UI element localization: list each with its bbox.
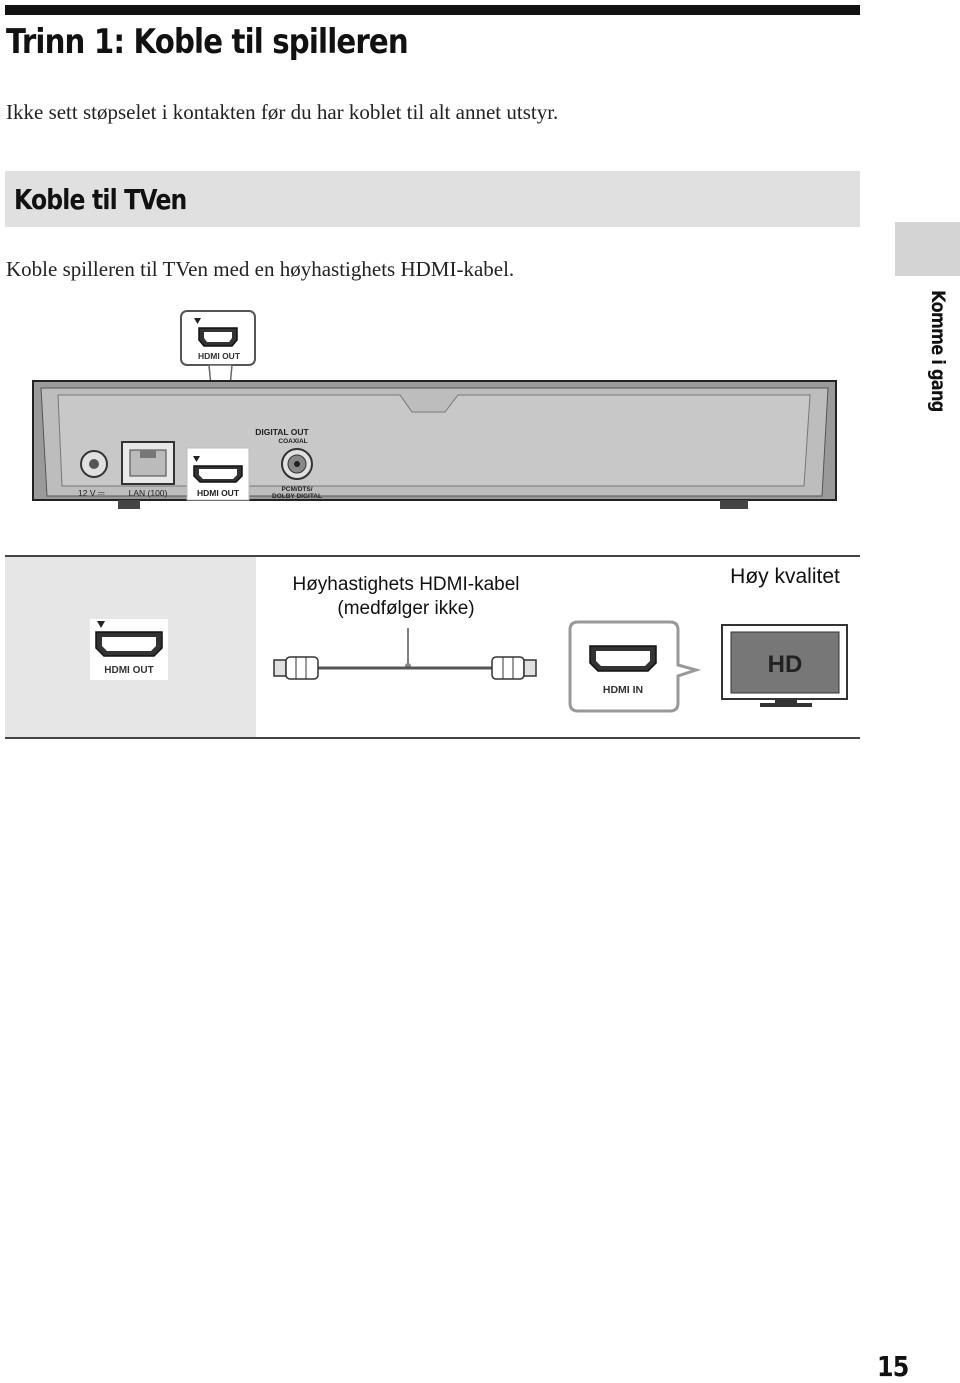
quality-caption: Høy kvalitet xyxy=(730,565,840,588)
cable-caption-line-1: Høyhastighets HDMI-kabel xyxy=(292,574,520,595)
panel-hdmi-label: HDMI OUT xyxy=(197,488,240,498)
digital-out-label: DIGITAL OUT xyxy=(255,427,309,437)
player-rear-panel-diagram: HDMI OUT 12 V ⎓ LAN (100) HDMI OUT DIGIT… xyxy=(32,310,837,509)
callout-hdmi-label: HDMI OUT xyxy=(198,351,241,361)
connection-top-rule xyxy=(5,555,860,557)
hdmi-out-callout: HDMI OUT xyxy=(180,310,256,366)
intro-text: Ikke sett støpselet i kontakten før du h… xyxy=(6,100,559,124)
page-number: 15 xyxy=(877,1350,909,1383)
side-tab-label: Komme i gang xyxy=(927,290,949,412)
page-title: Trinn 1: Koble til spilleren xyxy=(6,22,409,62)
connection-diagram: HDMI OUT HDMI IN HD xyxy=(90,619,848,713)
cable-caption-line-2: (medfølger ikke) xyxy=(337,598,475,619)
top-rule xyxy=(5,5,860,15)
pcm-label-2: DOLBY DIGITAL xyxy=(272,493,322,500)
section-body-text: Koble spilleren til TVen med en høyhasti… xyxy=(6,257,515,281)
cable-caption: Høyhastighets HDMI-kabel (medfølger ikke… xyxy=(280,573,532,621)
section-header-bar xyxy=(5,171,860,227)
section-title: Koble til TVen xyxy=(14,183,187,216)
side-tab xyxy=(895,222,960,276)
tv-screen-text: HD xyxy=(768,651,803,678)
tv-hdmi-label: HDMI IN xyxy=(603,684,643,696)
coaxial-label: COAXIAL xyxy=(278,438,307,445)
tv-icon: HD xyxy=(721,624,848,707)
connection-bottom-rule xyxy=(5,737,860,739)
hdmi-cable-icon xyxy=(273,628,537,680)
lan-label: LAN (100) xyxy=(129,488,168,498)
pcm-label-1: PCM/DTS/ xyxy=(281,486,312,493)
source-hdmi-label: HDMI OUT xyxy=(104,665,153,676)
dc-label: 12 V ⎓ xyxy=(78,488,105,498)
